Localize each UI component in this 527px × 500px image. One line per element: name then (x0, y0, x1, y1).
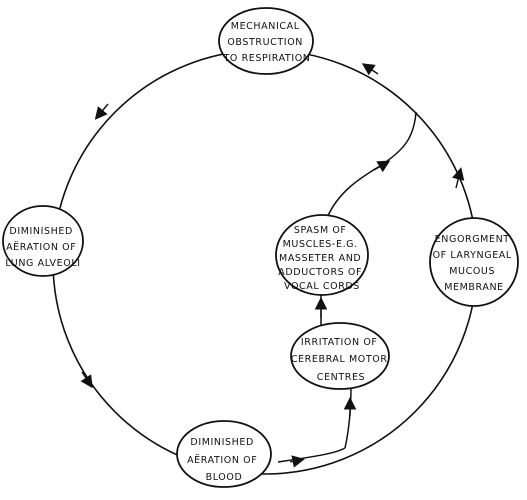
node-diminished-blood-aeration (176, 420, 272, 488)
node-laryngeal-engorgment (429, 217, 519, 307)
arrow-to-mechanical (361, 63, 379, 76)
irritation-label: IRRITATION OF CEREBRAL MOTOR CENTRES (291, 337, 391, 383)
node-diminished-lung-aeration (2, 205, 84, 277)
spasm-to-circle-line (326, 111, 417, 219)
arrow-from-blood (289, 455, 305, 468)
node-mechanical-obstruction (218, 7, 314, 75)
branch-to-irritation-line (344, 385, 352, 449)
spasm-label: SPASM OF MUSCLES-E.G. MASSETER AND ADDUC… (278, 225, 365, 292)
node-irritation-motor-centres (290, 322, 390, 390)
main-cycle-circle (52, 49, 478, 475)
arrow-to-engorgment (452, 167, 465, 189)
engorgment-label: ENGORGMENT OF LARYNGEAL MUCOUS MEMBRANE (433, 234, 516, 293)
diminished-lung-label: DIMINISHED AËRATION OF LUNG ALVEOLI (5, 226, 80, 269)
arrow-to-diminished-lung (94, 103, 109, 120)
arrow-from-spasm (373, 160, 391, 173)
blood-to-branch-line (277, 447, 346, 463)
arrow-to-diminished-blood (80, 371, 93, 389)
diminished-blood-label: DIMINISHED AËRATION OF BLOOD (187, 437, 261, 483)
mechanical-label: MECHANICAL OBSTRUCTION TO RESPIRATION (222, 21, 310, 64)
node-spasm-of-muscles (275, 214, 369, 296)
